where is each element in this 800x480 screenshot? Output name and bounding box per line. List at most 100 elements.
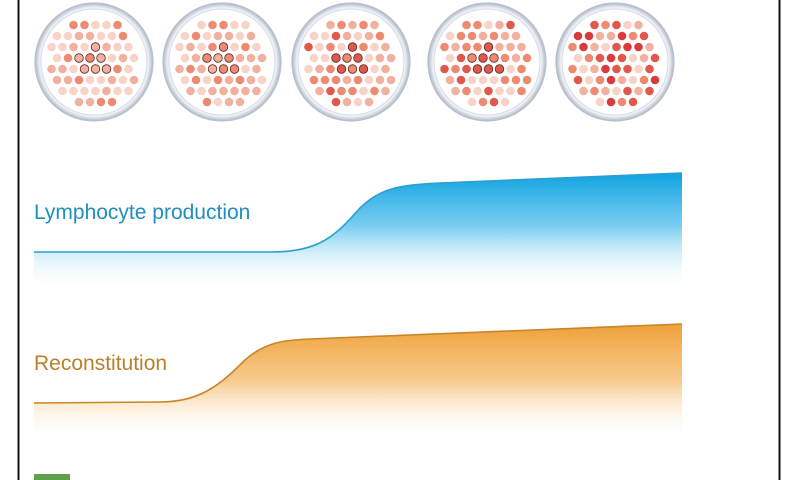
cell-dot [229, 64, 240, 74]
cell-dot [579, 64, 588, 74]
cell-dot [342, 97, 352, 107]
cell-dot [623, 64, 632, 74]
cell-dot [224, 31, 234, 41]
cell-dot [74, 97, 84, 107]
cell-dot [69, 42, 78, 52]
lymphocyte-area [34, 173, 682, 290]
cell-dot [336, 64, 347, 74]
cell-dot [326, 42, 335, 52]
cell-dot [186, 64, 195, 74]
cell-dot [522, 53, 532, 63]
dish-3 [291, 2, 411, 122]
cell-dot [500, 75, 510, 85]
cell-dot [639, 53, 649, 63]
cell-dot [639, 31, 649, 41]
cell-dot [52, 53, 62, 63]
cell-dot [445, 75, 455, 85]
cell-dot [309, 31, 319, 41]
cell-dot [634, 64, 643, 74]
cell-dot [102, 42, 111, 52]
cell-dot [440, 64, 449, 74]
cell-dot [124, 86, 133, 96]
cell-dot [80, 20, 89, 30]
cell-dot [628, 75, 638, 85]
cell-dot [595, 31, 605, 41]
cell-dot [456, 31, 466, 41]
cell-dot [595, 75, 605, 85]
cell-dot [584, 53, 594, 63]
cell-dot [451, 86, 460, 96]
cell-dot [74, 31, 84, 41]
cell-dot [573, 53, 583, 63]
cell-dot [202, 75, 212, 85]
cell-dot [315, 86, 324, 96]
cell-dot [489, 53, 499, 63]
cell-dot [451, 64, 460, 74]
cell-dot [241, 64, 250, 74]
cell-dot [506, 64, 515, 74]
cell-dot [370, 42, 379, 52]
cell-dot [326, 64, 335, 74]
cell-dot [601, 20, 610, 30]
cell-dot [364, 75, 374, 85]
cell-dot [375, 53, 385, 63]
cell-dot [364, 53, 374, 63]
cell-dot [252, 86, 261, 96]
cell-dot [595, 53, 605, 63]
cell-dot [473, 42, 482, 52]
cell-dot [590, 42, 599, 52]
cell-dot [102, 20, 111, 30]
cell-dot [207, 64, 218, 74]
cell-dot [612, 42, 621, 52]
cell-dot [118, 75, 128, 85]
cell-dot [241, 20, 250, 30]
cell-dot [489, 97, 499, 107]
cell-dot [74, 75, 84, 85]
cell-dot [370, 86, 379, 96]
cell-dot [175, 64, 184, 74]
cell-dot [472, 64, 483, 74]
cell-dot [180, 53, 190, 63]
cell-dot [58, 42, 67, 52]
cell-dot [337, 42, 346, 52]
cell-dot [348, 20, 357, 30]
cell-dot [85, 53, 95, 63]
cell-dot [489, 31, 499, 41]
cell-dot [69, 86, 78, 96]
cell-dot [47, 42, 56, 52]
cell-dot [359, 20, 368, 30]
cell-dot [252, 42, 261, 52]
cell-dot [252, 64, 261, 74]
cell-dot [331, 97, 341, 107]
cell-dot [197, 20, 206, 30]
cell-dot [495, 42, 504, 52]
cell-dot [79, 64, 90, 74]
cell-dot [473, 86, 482, 96]
cell-dot [645, 42, 654, 52]
cell-dot [590, 20, 599, 30]
cell-dot [617, 75, 627, 85]
cell-dot [320, 75, 330, 85]
cell-dot [241, 86, 250, 96]
cell-dot [52, 31, 62, 41]
cell-dot [175, 42, 184, 52]
cell-dot [52, 75, 62, 85]
cell-dot [101, 64, 112, 74]
cell-dot [517, 86, 526, 96]
cell-dot [375, 75, 385, 85]
cell-dot [241, 42, 250, 52]
cell-dot [180, 75, 190, 85]
cell-dot [85, 97, 95, 107]
cell-dot [180, 31, 190, 41]
cell-dot [612, 64, 621, 74]
cell-dot [358, 64, 369, 74]
cell-dot [473, 20, 482, 30]
lymphocyte-curve [34, 172, 683, 253]
cell-dot [337, 20, 346, 30]
cell-dot [467, 75, 477, 85]
cell-dot [91, 86, 100, 96]
cell-dot [213, 75, 223, 85]
cell-dot [90, 42, 101, 52]
cell-dot [623, 20, 632, 30]
